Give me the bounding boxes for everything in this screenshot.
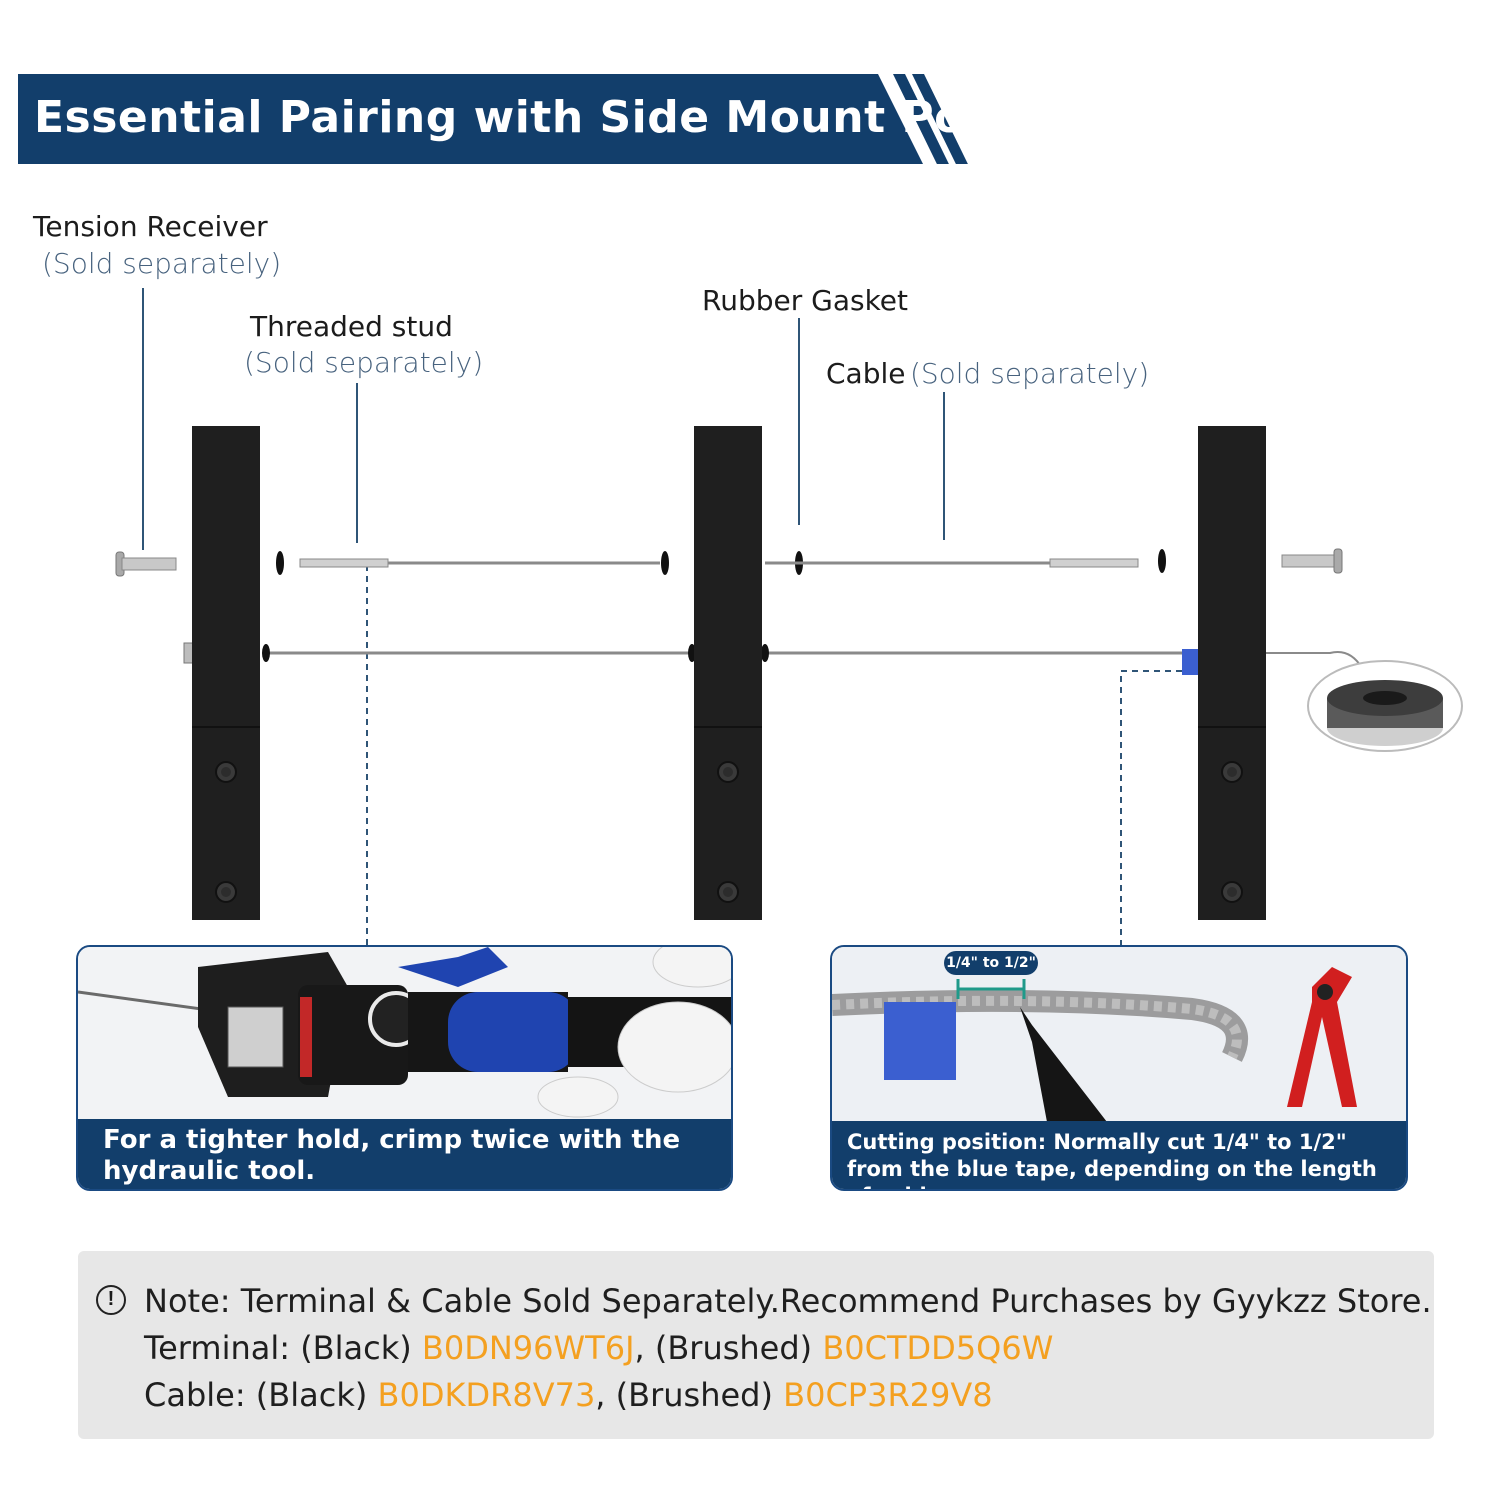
crimp-tip-caption: For a tighter hold, crimp twice with the… — [78, 1119, 731, 1189]
purchase-note-box — [78, 1251, 1434, 1439]
terminal-prefix: Terminal: (Black) — [144, 1329, 422, 1367]
page-title: Essential Pairing with Side Mount Posts — [34, 92, 1040, 143]
gasket-icon — [661, 551, 669, 575]
cutting-tip-panel: 1/4" to 1/2" Cutting position: Normally … — [830, 945, 1408, 1191]
tension-receiver-label: Tension Receiver — [33, 210, 268, 243]
title-banner — [18, 74, 923, 164]
cut-dashed-connector — [1120, 670, 1182, 945]
threaded-stud-note: (Sold separately) — [244, 346, 484, 379]
cable-note: (Sold separately) — [909, 357, 1150, 390]
terminal-black-code[interactable]: B0DN96WT6J — [421, 1329, 635, 1367]
bolt-icon — [215, 881, 237, 903]
cable-label: Cable — [826, 357, 906, 390]
cable-brushed-code[interactable]: B0CP3R29V8 — [783, 1376, 993, 1414]
bolt-icon — [717, 761, 739, 783]
post-right — [1198, 426, 1266, 920]
gasket-icon — [276, 551, 284, 575]
terminal-mid: , (Brushed) — [634, 1329, 823, 1367]
hydraulic-crimper-illustration — [78, 947, 731, 1122]
cutting-position-illustration — [832, 947, 1406, 1122]
cable-prefix: Cable: (Black) — [144, 1376, 378, 1414]
gasket-icon — [1158, 549, 1166, 573]
cable-black-code[interactable]: B0DKDR8V73 — [377, 1376, 596, 1414]
bolt-icon — [1221, 761, 1243, 783]
tension-receiver-right-icon — [1281, 548, 1343, 574]
gasket-icon — [262, 644, 270, 662]
threaded-stud-icon — [299, 558, 389, 568]
bolt-icon — [717, 881, 739, 903]
post-left — [192, 426, 260, 920]
threaded-stud-label: Threaded stud — [250, 310, 453, 343]
marker-pen-icon — [1020, 1007, 1107, 1122]
tension-receiver-note: (Sold separately) — [42, 247, 282, 280]
cable-label-group: Cable (Sold separately) — [826, 357, 1149, 390]
post-middle — [694, 426, 762, 920]
measure-badge: 1/4" to 1/2" — [944, 951, 1038, 975]
tension-receiver-left-icon — [115, 551, 177, 577]
crimp-tip-panel: For a tighter hold, crimp twice with the… — [76, 945, 733, 1191]
gasket-icon — [761, 644, 769, 662]
blue-tape-illustration — [884, 1002, 956, 1080]
cable-line: Cable: (Black) B0DKDR8V73, (Brushed) B0C… — [144, 1376, 993, 1414]
info-icon: ! — [96, 1285, 126, 1315]
threaded-stud-right-icon — [1049, 558, 1139, 568]
blue-tape-marker — [1182, 649, 1200, 675]
rubber-gasket-label: Rubber Gasket — [702, 284, 908, 317]
note-line: Note: Terminal & Cable Sold Separately.R… — [144, 1282, 1432, 1320]
cable-mid: , (Brushed) — [595, 1376, 784, 1414]
terminal-line: Terminal: (Black) B0DN96WT6J, (Brushed) … — [144, 1329, 1053, 1367]
bolt-icon — [215, 761, 237, 783]
cutting-tip-caption: Cutting position: Normally cut 1/4" to 1… — [832, 1121, 1406, 1189]
terminal-brushed-code[interactable]: B0CTDD5Q6W — [822, 1329, 1054, 1367]
cable-cutter-icon — [1287, 967, 1357, 1107]
cable-spool-icon — [1307, 660, 1463, 752]
bolt-icon — [1221, 881, 1243, 903]
